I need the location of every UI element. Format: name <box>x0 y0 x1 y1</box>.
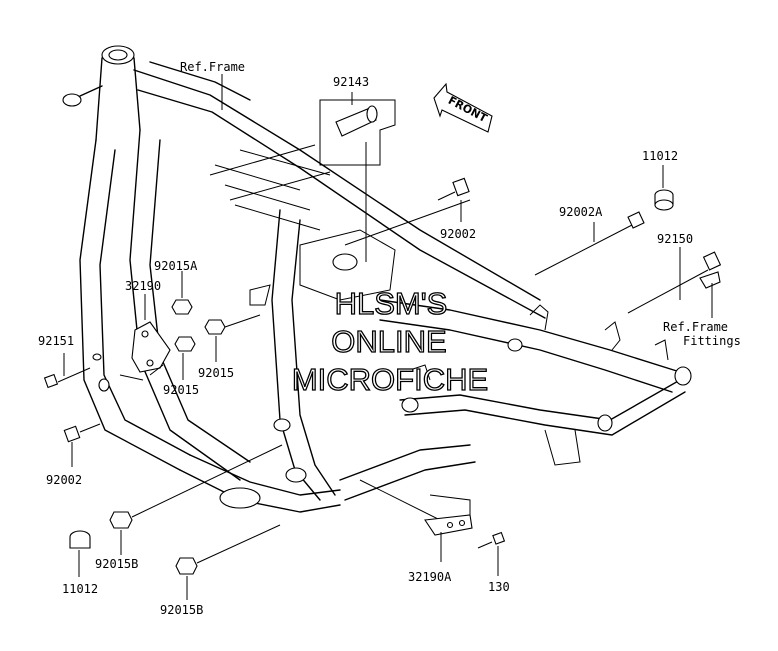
watermark: HLSM'S ONLINE MICROFICHE <box>291 285 489 397</box>
label-92151: 92151 <box>38 334 74 348</box>
loose-parts <box>43 105 722 575</box>
label-11012-bottom: 11012 <box>62 582 98 596</box>
label-ref-frame-fittings-1: Ref.Frame <box>663 320 728 334</box>
label-130: 130 <box>488 580 510 594</box>
front-arrow-icon: FRONT <box>433 82 493 133</box>
label-92015-left: 92015 <box>163 383 199 397</box>
watermark-line-3: MICROFICHE <box>292 362 488 397</box>
label-ref-frame-fittings-2: Fittings <box>683 334 741 348</box>
label-11012-top: 11012 <box>642 149 678 163</box>
label-92015b-lower: 92015B <box>160 603 203 617</box>
label-92015b-upper: 92015B <box>95 557 138 571</box>
part-labels: Ref.Frame 92143 11012 92002 92002A 92150… <box>38 60 741 617</box>
label-92002-top: 92002 <box>440 227 476 241</box>
label-92150: 92150 <box>657 232 693 246</box>
watermark-line-1: HLSM'S <box>335 286 448 321</box>
leader-lines <box>63 74 713 600</box>
label-92002-bottom: 92002 <box>46 473 82 487</box>
label-92002a: 92002A <box>559 205 603 219</box>
label-92015-right: 92015 <box>198 366 234 380</box>
label-92143: 92143 <box>333 75 369 89</box>
label-ref-frame: Ref.Frame <box>180 60 245 74</box>
watermark-line-2: ONLINE <box>331 324 446 359</box>
label-92015a: 92015A <box>154 259 198 273</box>
label-32190: 32190 <box>125 279 161 293</box>
label-32190a: 32190A <box>408 570 452 584</box>
